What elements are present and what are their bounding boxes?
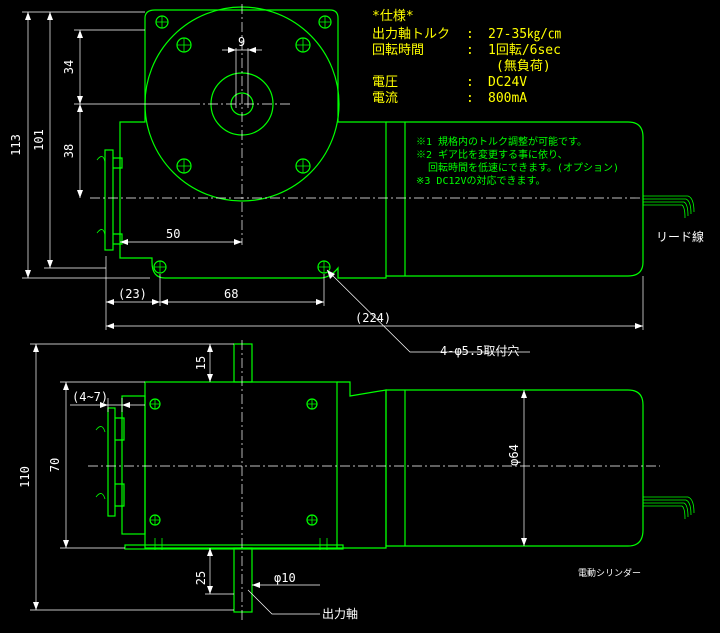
spec-value: 1回転/6sec [488,43,561,58]
front-view [90,4,695,279]
spec-label: 電流 [372,91,398,106]
dim-15: 15 [194,356,208,370]
dim-4-7: (4~7) [72,390,108,404]
note: ※2 ギア比を変更する事に依り、 [416,148,568,161]
output-shaft-label: 出力軸 [322,607,358,621]
side-dimensions [30,343,527,615]
lead-wires-side [643,496,695,520]
spec-value: (無負荷) [496,59,551,74]
dim-34: 34 [62,60,76,74]
spec-sep: : [466,27,474,42]
spec-sep: : [466,43,474,58]
side-screws [149,398,328,550]
spec-sep: : [466,75,474,90]
spec-label: 出力軸トルク [372,27,450,42]
shaft-top [233,343,253,383]
spec-block: *仕様* 出力軸トルク : 27-35㎏/㎝ 回転時間 : 1回転/6sec (… [372,9,561,106]
dimension-labels: 113 101 34 38 9 50 (23) 68 (224) 15 (4~7… [9,35,521,585]
mount-hole-label: 4-φ5.5取付穴 [440,343,519,358]
spec-value: 27-35㎏/㎝ [488,27,561,42]
spec-value: DC24V [488,75,527,90]
caption-label: 電動シリンダー [578,567,641,579]
dim-101: 101 [32,129,46,151]
gear-screws [155,15,332,174]
dim-64: φ64 [507,444,521,466]
note: ※3 DC12Vの対応できます。 [416,174,546,187]
dim-68: 68 [224,287,238,301]
switch-bracket [96,149,123,251]
notes-block: ※1 規格内のトルク調整が可能です。 ※2 ギア比を変更する事に依り、 回転時間… [416,135,619,187]
callouts: リード線 4-φ5.5取付穴 出力軸 電動シリンダー [322,229,704,621]
dim-224: (224) [355,311,391,325]
dim-23: (23) [118,287,147,301]
motor-side [385,389,644,547]
dim-113: 113 [9,134,23,156]
spec-heading: *仕様* [372,9,414,24]
dim-10: φ10 [274,571,296,585]
switch-side [95,407,125,517]
output-shaft [233,547,253,613]
front-dimensions [22,11,644,353]
gearbox-plate [119,9,387,279]
spec-label: 電圧 [372,75,398,90]
dim-110: 110 [18,466,32,488]
dim-25: 25 [194,571,208,585]
lead-wire-label: リード線 [656,229,704,244]
lead-wires [643,195,695,219]
side-view [88,340,695,620]
spec-label: 回転時間 [372,43,424,58]
spec-value: 800mA [488,91,527,106]
dim-38: 38 [62,144,76,158]
motor-body [386,121,644,277]
note: 回転時間を低速にできます。(オプション) [428,161,619,174]
spec-sep: : [466,91,474,106]
note: ※1 規格内のトルク調整が可能です。 [416,135,587,148]
dim-50: 50 [166,227,180,241]
dim-9: 9 [238,35,245,49]
dim-70: 70 [48,458,62,472]
